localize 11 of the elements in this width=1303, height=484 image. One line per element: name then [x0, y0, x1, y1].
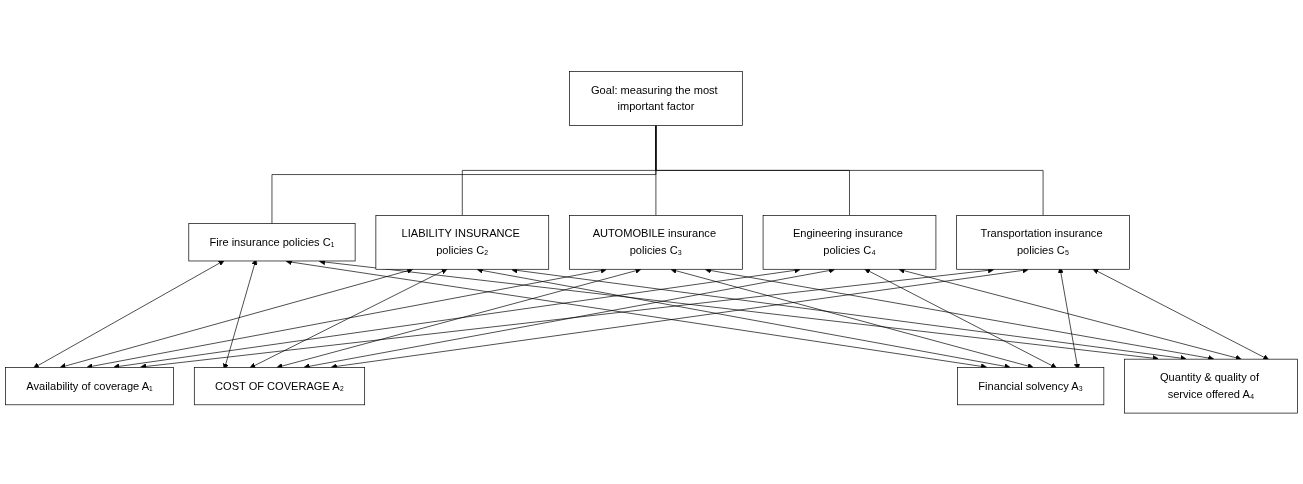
node-box: Transportation insurance policies C₅: [956, 214, 1130, 270]
node-box: AUTOMOBILE insurance policies C₃: [569, 214, 743, 270]
node-box: Quantity & quality of service offered A₄: [1124, 358, 1298, 414]
node-box: Availability of coverage A₁: [5, 366, 174, 405]
connector: [655, 124, 1044, 216]
node-box: COST OF COVERAGE A₂: [193, 366, 366, 405]
node-box: Goal: measuring the most important factor: [569, 70, 743, 126]
node-box: Financial solvency A₃: [957, 366, 1105, 405]
node-box: Engineering insurance policies C₄: [762, 214, 937, 270]
node-box: LIABILITY INSURANCE policies C₂: [375, 214, 550, 270]
node-box: Fire insurance policies C₁: [188, 223, 356, 261]
